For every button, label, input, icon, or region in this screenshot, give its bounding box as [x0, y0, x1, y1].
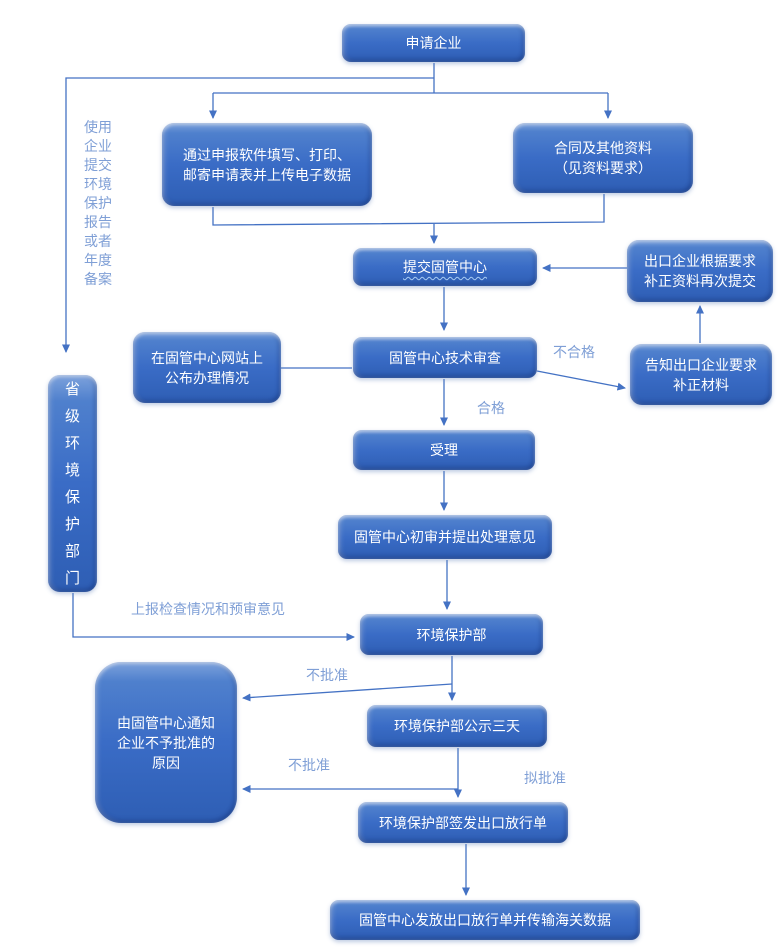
- node-apply-enterprise-label: 申请企业: [405, 35, 462, 51]
- node-contract-materials: 合同及其他资料 （见资料要求）: [513, 123, 693, 193]
- node-notify-correction-label: 告知出口企业要求 补正材料: [645, 356, 757, 393]
- label-reject-lower: 不批准: [288, 757, 330, 773]
- node-resubmit: 出口企业根据要求 补正资料再次提交: [627, 240, 773, 302]
- node-provincial-epb-label: 省 级 环 境 保 护 部 门: [64, 380, 80, 587]
- node-accept: 受理: [353, 430, 535, 470]
- node-publish-status-label: 在固管中心网站上 公布办理情况: [151, 349, 263, 386]
- node-apply-enterprise: 申请企业: [342, 24, 525, 62]
- node-submit-center: 提交固管中心: [353, 248, 537, 286]
- label-report: 上报检查情况和预审意见: [131, 601, 285, 617]
- edge-mep-reject: [242, 683, 453, 702]
- node-initial-review-label: 固管中心初审并提出处理意见: [354, 529, 536, 545]
- node-mep-label: 环境保护部: [416, 626, 487, 643]
- node-reject-reason: 由固管中心通知 企业不予批准的 原因: [95, 662, 237, 823]
- node-reject-reason-label: 由固管中心通知 企业不予批准的 原因: [117, 714, 215, 771]
- node-publish-status: 在固管中心网站上 公布办理情况: [133, 332, 281, 403]
- node-resubmit-label: 出口企业根据要求 补正资料再次提交: [644, 253, 756, 289]
- node-publicity-three-days: 环境保护部公示三天: [367, 705, 547, 747]
- node-software-form: 通过申报软件填写、打印、 邮寄申请表并上传电子数据: [162, 123, 372, 206]
- node-final-issue-label: 固管中心发放出口放行单并传输海关数据: [359, 912, 611, 928]
- node-submit-center-label: 提交固管中心: [403, 259, 487, 275]
- label-fail: 不合格: [553, 344, 595, 360]
- node-contract-materials-label: 合同及其他资料 （见资料要求）: [554, 140, 652, 176]
- node-initial-review: 固管中心初审并提出处理意见: [338, 515, 552, 559]
- label-to-approve: 拟批准: [524, 770, 566, 786]
- node-release-permit: 环境保护部签发出口放行单: [358, 802, 568, 843]
- node-mep: 环境保护部: [360, 614, 543, 655]
- label-pass: 合格: [477, 400, 505, 416]
- node-provincial-epb: 省 级 环 境 保 护 部 门: [48, 375, 97, 592]
- node-release-permit-label: 环境保护部签发出口放行单: [379, 814, 547, 831]
- edge-merge: [212, 194, 605, 226]
- node-accept-label: 受理: [430, 442, 458, 458]
- node-final-issue: 固管中心发放出口放行单并传输海关数据: [330, 900, 640, 940]
- node-notify-correction: 告知出口企业要求 补正材料: [630, 344, 772, 405]
- edge-provincial-to-mep: [72, 593, 355, 641]
- label-reject-upper: 不批准: [306, 667, 348, 683]
- node-software-form-label: 通过申报软件填写、打印、 邮寄申请表并上传电子数据: [183, 146, 351, 183]
- edge-review-to-notify: [536, 370, 626, 391]
- label-side-note: 使用 企业 提交 环境 保护 报告 或者 年度 备案: [84, 119, 112, 287]
- node-publicity-three-days-label: 环境保护部公示三天: [394, 718, 520, 734]
- edge-apply-to-provincial: [62, 77, 434, 353]
- node-technical-review: 固管中心技术审查: [353, 337, 537, 378]
- node-technical-review-label: 固管中心技术审查: [389, 349, 501, 366]
